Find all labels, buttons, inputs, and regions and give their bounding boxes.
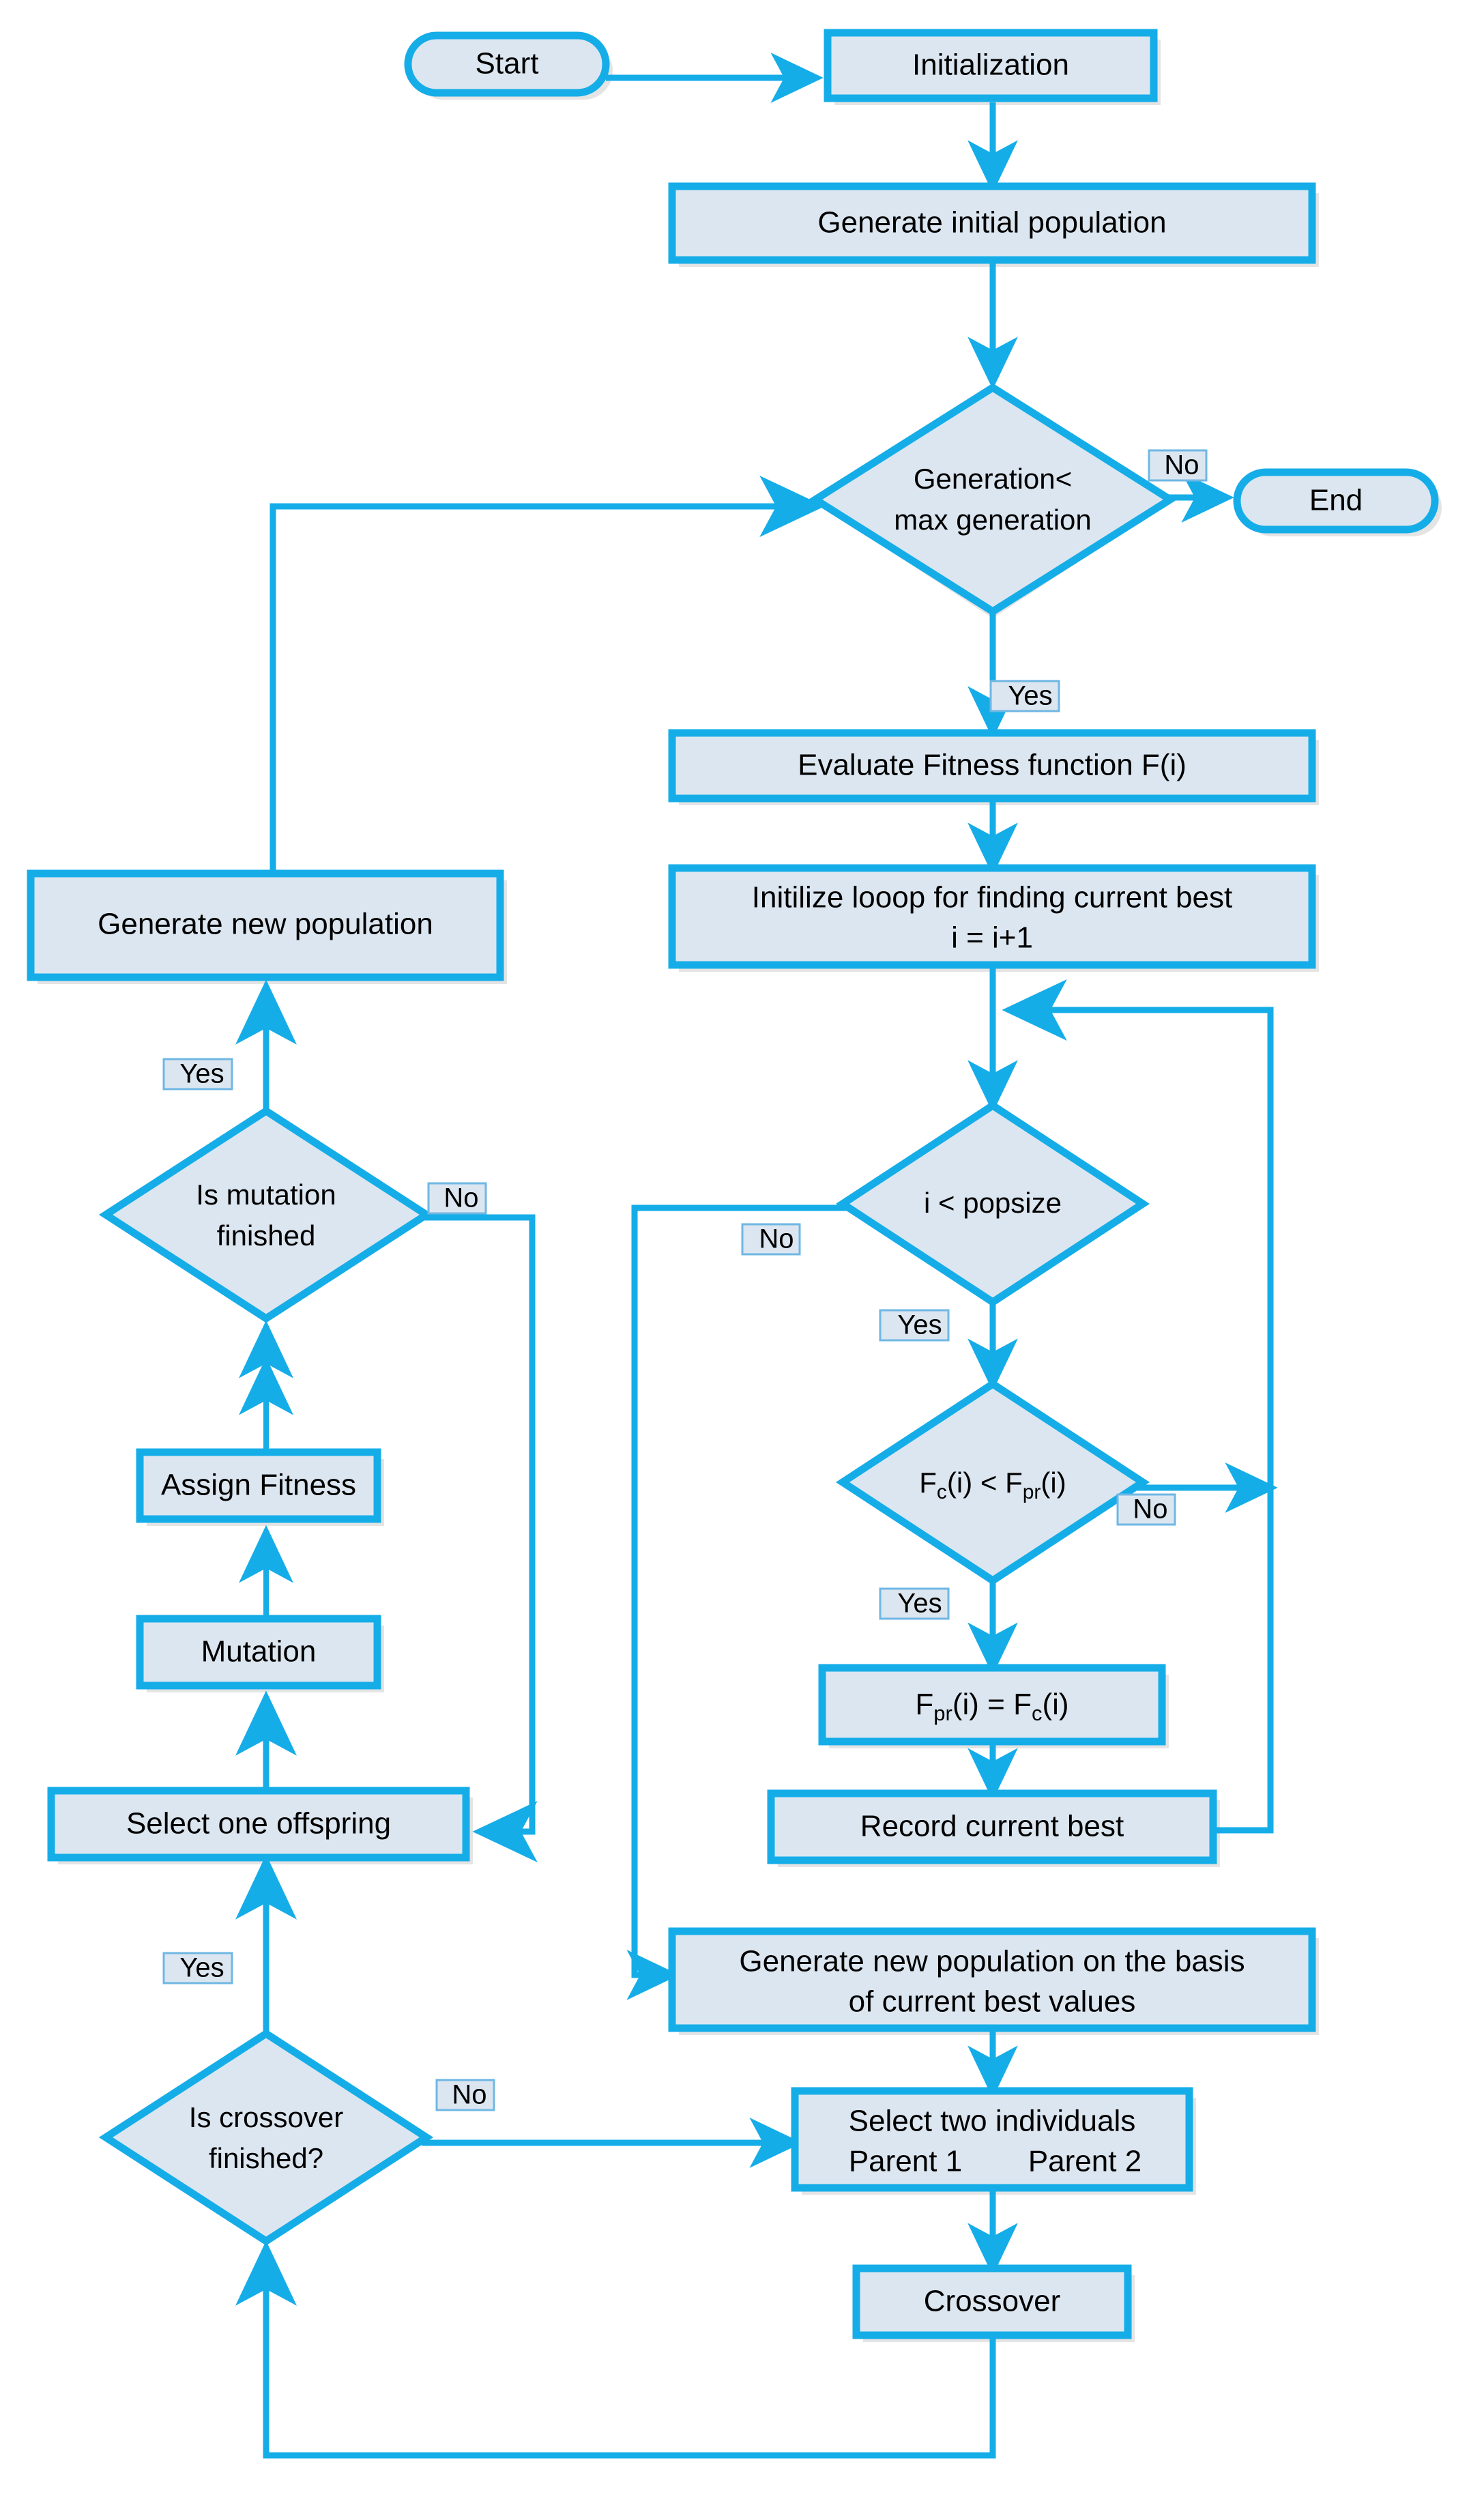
edge-label-crossover-yes-text: Yes — [179, 1953, 224, 1983]
node-assign-fitness-label: Assign Fitness — [161, 1469, 356, 1502]
edge-label-generation-no-text: No — [1164, 450, 1199, 480]
node-fc-lt-fpr-label: Fc(i) < Fpr(i) — [919, 1467, 1066, 1503]
node-generate-initial-population-label: Generate initial population — [817, 206, 1166, 240]
edge-label-mutation-no-text: No — [443, 1183, 478, 1213]
edge-label-fc-no-text: No — [1133, 1495, 1167, 1525]
edge-label-generation-yes: Yes — [989, 680, 1060, 712]
node-is-crossover-finished-line2: finished? — [209, 2142, 323, 2174]
node-select-two-individuals-line1: Select two individuals — [849, 2105, 1136, 2138]
node-generate-new-pop-basis[interactable]: Generate new population on the basis of … — [668, 1927, 1316, 2032]
node-initialization-label: Initialization — [912, 48, 1069, 82]
edge-label-mutation-no: No — [427, 1182, 487, 1215]
node-start[interactable]: Start — [404, 31, 610, 97]
node-evaluate-fitness-label: Evaluate Fitness function F(i) — [798, 749, 1187, 782]
node-assign-fitness[interactable]: Assign Fitness — [136, 1448, 381, 1523]
edge-label-popsize-yes: Yes — [879, 1309, 950, 1342]
node-generation-check[interactable]: Generation< max generation — [808, 383, 1178, 616]
node-i-lt-popsize[interactable]: i < popsize — [835, 1101, 1150, 1307]
node-crossover-label: Crossover — [924, 2285, 1061, 2318]
edge-label-fc-yes: Yes — [879, 1587, 950, 1620]
node-select-one-offspring[interactable]: Select one offspring — [47, 1787, 470, 1862]
edge-record-loopback-to-popsize — [1002, 979, 1274, 1834]
edge-label-crossover-yes: Yes — [162, 1952, 233, 1984]
edge-label-crossover-no: No — [435, 2079, 495, 2111]
edge-label-popsize-no-text: No — [759, 1224, 794, 1254]
edge-label-fc-yes-text: Yes — [897, 1589, 942, 1619]
edge-popsize-no-to-gennewpopbasis — [626, 1204, 847, 2000]
node-generate-new-population-label: Generate new population — [98, 908, 433, 941]
node-end-label: End — [1309, 484, 1363, 517]
edge-label-generation-yes-text: Yes — [1008, 681, 1052, 711]
node-i-lt-popsize-label: i < popsize — [924, 1187, 1062, 1219]
node-crossover[interactable]: Crossover — [852, 2264, 1132, 2339]
node-mutation-label: Mutation — [201, 1635, 317, 1669]
edge-gennewpop-to-generation — [270, 476, 825, 879]
node-generation-check-line2: max generation — [894, 504, 1092, 536]
node-mutation[interactable]: Mutation — [136, 1615, 381, 1690]
edge-label-crossover-no-text: No — [452, 2080, 486, 2110]
node-generate-new-population[interactable]: Generate new population — [27, 869, 504, 981]
node-initialization[interactable]: Initialization — [824, 29, 1158, 102]
edge-crossover-to-iscrossoverfinished — [235, 2240, 996, 2459]
node-init-loop-line2: i = i+1 — [951, 921, 1033, 955]
edge-label-mutation-yes-text: Yes — [179, 1059, 224, 1089]
node-is-mutation-finished-line1: Is mutation — [196, 1179, 336, 1211]
node-start-label: Start — [476, 47, 539, 81]
edge-mutation-no-to-selectoffspring — [418, 1214, 538, 1862]
node-is-mutation-finished-line2: finished — [217, 1219, 316, 1252]
node-is-crossover-finished-line1: Is crossover — [189, 2101, 343, 2133]
node-is-mutation-finished[interactable]: Is mutation finished — [98, 1106, 434, 1323]
edge-label-popsize-yes-text: Yes — [897, 1310, 942, 1340]
edge-label-fc-no: No — [1116, 1493, 1176, 1526]
node-fc-lt-fpr[interactable]: Fc(i) < Fpr(i) — [835, 1379, 1150, 1585]
edge-label-generation-no: No — [1148, 449, 1208, 482]
node-record-current-best-label: Record current best — [860, 1810, 1124, 1843]
node-is-crossover-finished[interactable]: Is crossover finished? — [98, 2029, 434, 2246]
node-fpr-assign-label: Fpr(i) = Fc(i) — [915, 1688, 1068, 1726]
node-record-current-best[interactable]: Record current best — [767, 1789, 1217, 1864]
node-select-two-individuals-parent2: Parent 2 — [1028, 2145, 1141, 2178]
node-init-loop[interactable]: Initilize looop for finding current best… — [668, 864, 1316, 969]
node-generate-new-pop-basis-line2: of current best values — [849, 1985, 1136, 2019]
node-generation-check-line1: Generation< — [914, 463, 1072, 495]
node-fpr-assign[interactable]: Fpr(i) = Fc(i) — [818, 1664, 1166, 1746]
node-generate-new-pop-basis-line1: Generate new population on the basis — [739, 1945, 1245, 1978]
edge-label-popsize-no: No — [741, 1223, 801, 1256]
node-evaluate-fitness[interactable]: Evaluate Fitness function F(i) — [668, 729, 1316, 803]
node-select-one-offspring-label: Select one offspring — [126, 1807, 391, 1840]
node-generate-initial-population[interactable]: Generate initial population — [668, 182, 1316, 264]
edge-label-mutation-yes: Yes — [162, 1058, 233, 1091]
node-select-two-individuals[interactable]: Select two individuals Parent 1 Parent 2 — [791, 2087, 1193, 2192]
flow-connectors — [235, 53, 1278, 2459]
node-end[interactable]: End — [1233, 468, 1439, 534]
node-select-two-individuals-parent1: Parent 1 — [849, 2145, 962, 2178]
node-init-loop-line1: Initilize looop for finding current best — [752, 881, 1232, 914]
